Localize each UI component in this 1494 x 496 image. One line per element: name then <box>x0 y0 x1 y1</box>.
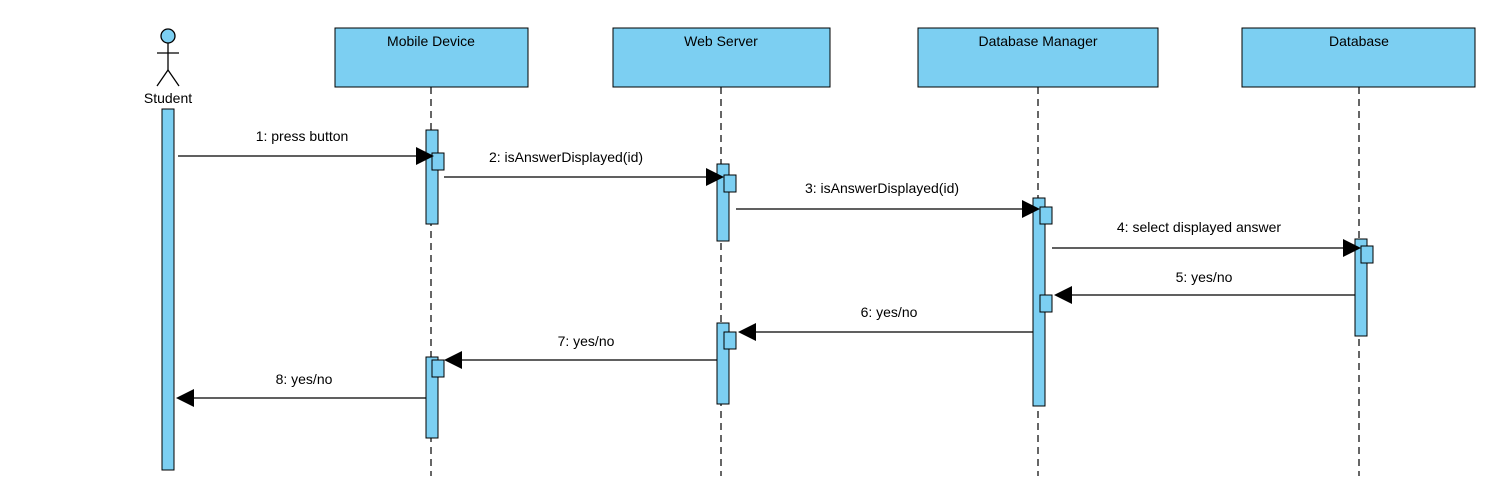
activation-bar-database-nested <box>1360 245 1374 264</box>
lifeline-header-database-manager[interactable]: Database Manager <box>917 27 1159 88</box>
lifeline-header-database[interactable]: Database <box>1241 27 1476 88</box>
message-label-5: 5: yes/no <box>1176 269 1233 285</box>
message-label-2: 2: isAnswerDisplayed(id) <box>489 149 643 165</box>
message-label-7: 7: yes/no <box>558 333 615 349</box>
lifeline-header-mobile-device[interactable]: Mobile Device <box>334 27 529 88</box>
lifeline-label: Database <box>1329 33 1389 49</box>
lifeline-label: Web Server <box>684 33 758 49</box>
arrowhead-icon <box>416 147 434 165</box>
arrowhead-icon <box>706 168 724 186</box>
activation-bar-mobile-device-nested <box>431 152 445 171</box>
message-label-6: 6: yes/no <box>861 304 918 320</box>
arrowhead-icon <box>1054 286 1072 304</box>
stick-figure-icon <box>156 28 180 87</box>
activation-bar-student <box>161 108 175 471</box>
activation-bar-web-server-nested <box>723 331 737 350</box>
arrowhead-icon <box>1022 200 1040 218</box>
activation-bar-mobile-device-nested <box>431 359 445 378</box>
arrowhead-icon <box>738 323 756 341</box>
message-label-1: 1: press button <box>256 128 349 144</box>
message-label-4: 4: select displayed answer <box>1117 219 1282 235</box>
arrowhead-icon <box>176 389 194 407</box>
activation-bar-web-server-nested <box>723 174 737 193</box>
activation-bar-mobile-device <box>425 129 439 225</box>
arrowhead-icon <box>1343 239 1361 257</box>
actor-label: Student <box>144 90 192 106</box>
lifeline-header-web-server[interactable]: Web Server <box>612 27 831 88</box>
message-label-8: 8: yes/no <box>276 371 333 387</box>
actor-student[interactable]: Student <box>144 28 192 106</box>
activation-bar-database-manager-nested <box>1039 294 1053 313</box>
lifeline-label: Mobile Device <box>387 33 475 49</box>
arrowhead-icon <box>444 351 462 369</box>
activation-bar-database-manager-nested <box>1039 206 1053 225</box>
message-label-3: 3: isAnswerDisplayed(id) <box>805 180 959 196</box>
lifeline-label: Database Manager <box>978 33 1097 49</box>
